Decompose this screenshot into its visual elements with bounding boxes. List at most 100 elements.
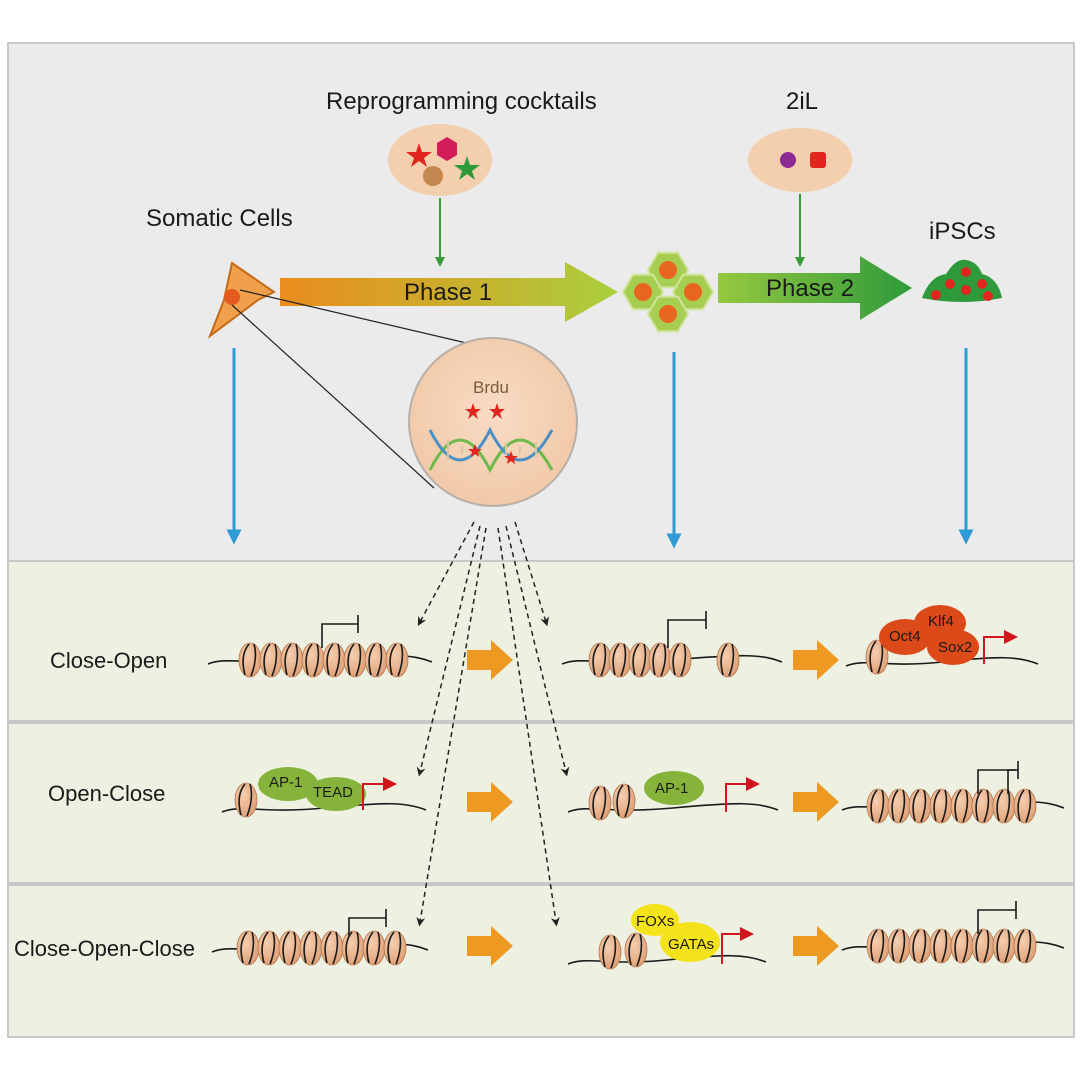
repressed-promoter-icon — [977, 769, 1016, 794]
nucleosome-icon — [301, 642, 325, 678]
nucleosome-icon — [908, 928, 932, 964]
dashed-arrows — [416, 521, 570, 927]
tf-label-oct4: Oct4 — [889, 628, 921, 645]
brdu-label: Brdu — [473, 378, 509, 397]
ipsc-label: iPSCs — [929, 218, 996, 245]
cocktail-oval — [388, 124, 492, 196]
somatic-label: Somatic Cells — [146, 205, 293, 232]
twoil-label: 2iL — [786, 88, 819, 115]
nucleosome-icon — [608, 642, 632, 678]
nucleosome-icon — [259, 642, 283, 678]
cocktail-label: Reprogramming cocktails — [326, 88, 597, 115]
nucleosome-icon — [322, 642, 346, 678]
cell-nucleus-icon — [634, 283, 652, 301]
nucleosome-icon — [887, 788, 911, 824]
intermediate-cell-cluster — [621, 251, 715, 333]
chromatin-rows — [207, 605, 1065, 970]
nucleosome-icon — [383, 930, 407, 966]
nucleosome-icon — [238, 642, 262, 678]
nucleosome-icon — [971, 788, 995, 824]
nucleosome-icon — [257, 930, 281, 966]
nucleosome-icon — [887, 928, 911, 964]
tf-label-ap1-2: AP-1 — [655, 780, 689, 797]
nucleosome-icon — [364, 642, 388, 678]
dna-helix-icon — [428, 426, 554, 474]
nucleosome-icon — [950, 788, 974, 824]
tf-label-ap1: AP-1 — [269, 774, 303, 791]
transition-arrow-icon — [467, 640, 513, 680]
repressed-promoter-icon — [348, 917, 386, 936]
red-star-icon — [406, 143, 432, 167]
active-tss-arrow-icon — [983, 630, 1018, 664]
brdu-nucleus — [408, 337, 578, 507]
tf-label-tead: TEAD — [313, 784, 354, 801]
nucleosome-icon — [929, 788, 953, 824]
ap1-blob-icon — [258, 767, 318, 801]
nucleosome-icon — [278, 930, 302, 966]
dna-strand — [567, 954, 767, 965]
somatic-cell-icon — [207, 261, 276, 339]
transition-arrow-icon — [793, 782, 839, 822]
active-tss-arrow-icon — [725, 777, 760, 812]
nucleosome-icon — [992, 928, 1016, 964]
nucleosome-icon — [628, 642, 652, 678]
cell-nucleus-icon — [659, 305, 677, 323]
nucleosome-icon — [992, 788, 1016, 824]
pink-hexagon-icon — [437, 137, 457, 161]
ap1-blob-icon — [644, 771, 704, 805]
nucleosome-icon — [648, 642, 672, 678]
brdu-star-icon — [489, 403, 505, 419]
nucleosome-icon — [385, 642, 409, 678]
repressed-promoter-icon — [667, 619, 706, 648]
tf-label-gatas: GATAs — [668, 936, 715, 953]
transition-arrow-icon — [467, 782, 513, 822]
nucleosome-icon — [612, 783, 636, 819]
active-tss-arrow-icon — [721, 927, 754, 964]
active-tss-arrow-icon — [362, 777, 397, 810]
nucleosome-icon — [343, 642, 367, 678]
nucleosome-icon — [320, 930, 344, 966]
cell-nucleus-icon — [659, 261, 677, 279]
nucleosome-icon — [588, 642, 612, 678]
transition-arrow-icon — [793, 926, 839, 966]
nucleosome-icon — [929, 928, 953, 964]
nucleosome-icon — [598, 934, 622, 970]
nucleosome-icon — [299, 930, 323, 966]
tf-label-foxs: FOXs — [636, 913, 675, 930]
row-label-close-open: Close-Open — [50, 648, 168, 673]
nucleosome-icon — [362, 930, 386, 966]
twoil-oval — [748, 128, 852, 192]
tead-blob-icon — [306, 777, 366, 811]
repressed-promoter-icon — [321, 623, 358, 648]
nucleosome-icon — [624, 932, 648, 968]
transition-arrow-icon — [793, 640, 839, 680]
phase2-arrow — [718, 256, 912, 320]
transition-arrow-icon — [467, 926, 513, 966]
cell-nucleus-icon — [684, 283, 702, 301]
zoom-line-top — [239, 289, 506, 353]
nucleosome-icon — [908, 788, 932, 824]
nucleosome-icon — [588, 785, 612, 821]
dna-strand — [567, 802, 779, 813]
row-label-open-close: Open-Close — [48, 781, 166, 806]
nucleosome-icon — [280, 642, 304, 678]
nucleosome-icon — [236, 930, 260, 966]
red-square-icon — [810, 152, 826, 168]
nucleosome-icon — [866, 788, 890, 824]
tf-label-sox2: Sox2 — [938, 639, 973, 656]
brown-circle-icon — [423, 166, 443, 186]
foxs-blob-icon — [631, 904, 679, 936]
green-star-icon — [454, 156, 480, 180]
phase2-label: Phase 2 — [766, 275, 855, 302]
zoom-line-bottom — [231, 304, 435, 489]
brdu-star-icon — [465, 403, 481, 419]
nucleosome-icon — [1013, 928, 1037, 964]
nucleosome-icon — [668, 642, 692, 678]
sox2-blob-icon — [927, 629, 979, 665]
nucleosome-icon — [234, 782, 258, 818]
repressed-promoter-icon — [977, 909, 1016, 934]
purple-dot-icon — [780, 152, 796, 168]
gatas-blob-icon — [660, 922, 720, 962]
phase1-label: Phase 1 — [404, 279, 493, 306]
